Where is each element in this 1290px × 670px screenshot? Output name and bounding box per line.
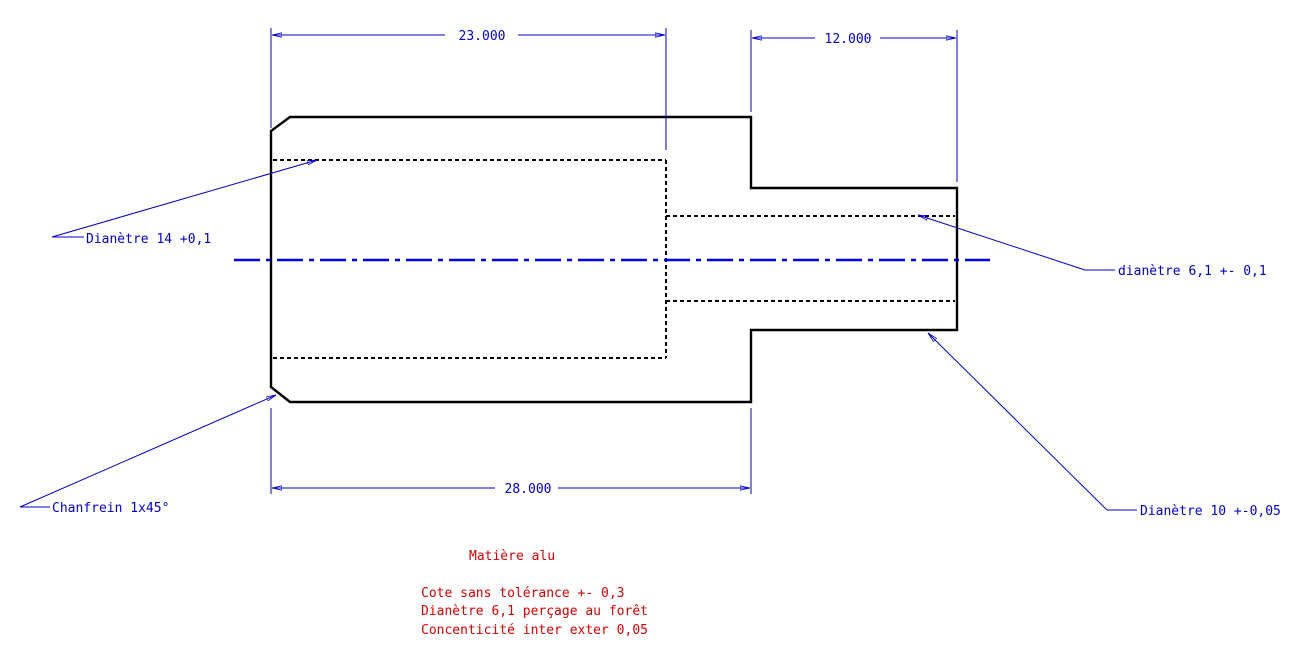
leader-outer-small <box>927 332 1137 511</box>
note-line-1: Cote sans tolérance +- 0,3 <box>421 586 625 601</box>
callout-bore-small: dianètre 6,1 +- 0,1 <box>1118 264 1267 279</box>
callout-outer-small: Dianètre 10 +-0,05 <box>1140 504 1281 519</box>
dimension-bottom: 28.000 <box>272 482 750 497</box>
dimension-bottom-text: 28.000 <box>505 482 552 497</box>
callout-chamfer: Chanfrein 1x45° <box>52 501 169 516</box>
extension-lines <box>270 28 958 494</box>
part-outline <box>269 115 959 404</box>
dimension-top-left: 23.000 <box>272 29 665 44</box>
note-material: Matière alu <box>469 549 555 564</box>
callout-bore-large: Dianètre 14 +0,1 <box>86 232 211 247</box>
note-line-3: Concenticité inter exter 0,05 <box>421 623 648 638</box>
leader-bore-small <box>918 214 1115 271</box>
leader-chamfer <box>19 394 276 508</box>
dimension-top-left-text: 23.000 <box>459 29 506 44</box>
dimension-top-right: 12.000 <box>752 32 956 47</box>
note-line-2: Dianètre 6,1 perçage au forêt <box>421 604 648 619</box>
hidden-lines-small-bore <box>666 215 955 302</box>
leader-bore-large <box>51 159 317 238</box>
dimension-top-right-text: 12.000 <box>825 32 872 47</box>
